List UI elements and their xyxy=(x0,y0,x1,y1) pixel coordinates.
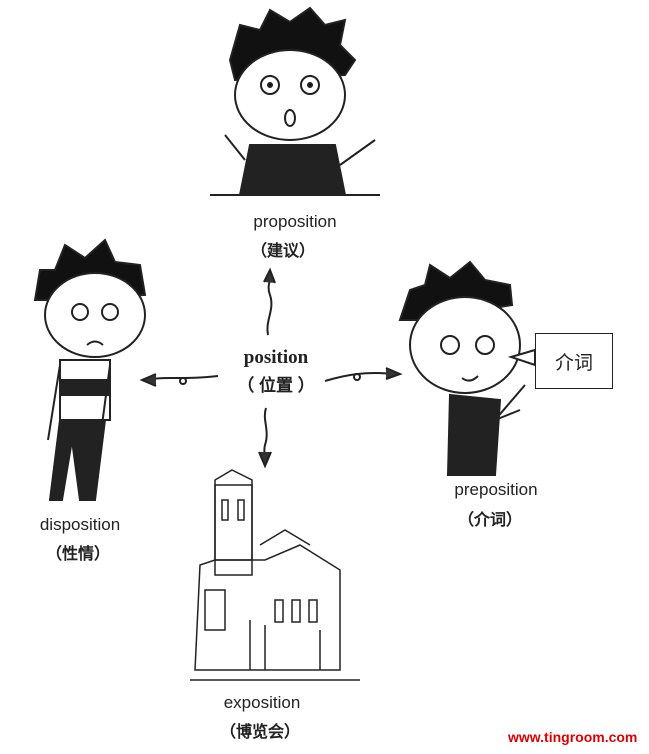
center-word: position xyxy=(243,347,309,368)
disposition-word: disposition xyxy=(39,515,121,534)
preposition-word: preposition xyxy=(454,480,538,499)
watermark: www.tingroom.com xyxy=(508,729,638,745)
arrow-down xyxy=(258,407,272,469)
center-meaning: （ 位置 ） xyxy=(237,376,315,395)
speech-bubble: 介词 xyxy=(535,333,613,389)
preposition-meaning: （介词） xyxy=(457,512,523,529)
exposition-meaning: （博览会） xyxy=(219,724,301,741)
arrow-right xyxy=(324,367,403,382)
church-exposition-illustration xyxy=(190,469,360,681)
proposition-meaning: （建议） xyxy=(250,243,316,260)
proposition-word: proposition xyxy=(253,212,337,231)
arrow-left xyxy=(139,373,219,387)
person-preposition-illustration xyxy=(398,260,536,476)
center-root: position （ 位置 ） xyxy=(237,347,314,396)
person-disposition-illustration xyxy=(33,238,147,501)
arrow-up xyxy=(263,267,276,336)
person-proposition-illustration xyxy=(210,6,380,196)
exposition-word: exposition xyxy=(223,693,301,712)
disposition-meaning: （性情） xyxy=(45,546,111,563)
